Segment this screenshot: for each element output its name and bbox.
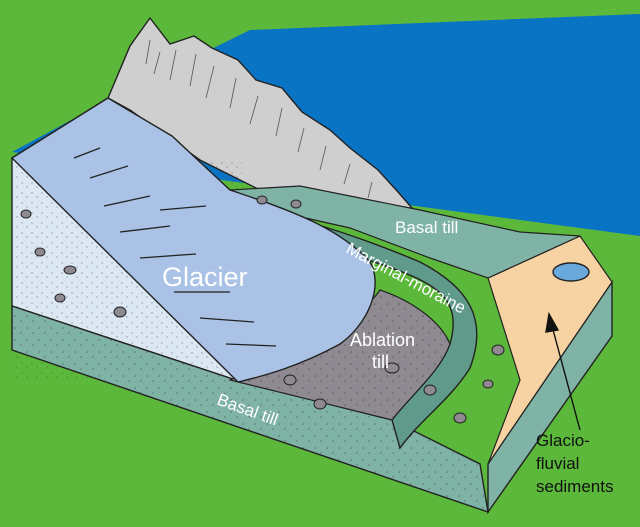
label-ablation-till-line1: Ablation (350, 330, 415, 350)
label-glaciofluvial-line1: Glacio- (536, 431, 590, 450)
boulders (20, 195, 505, 424)
sky (12, 14, 640, 236)
sediments-arrow (545, 311, 581, 431)
mountain-hatching (145, 39, 373, 199)
label-glaciofluvial-line3: sediments (536, 477, 613, 496)
label-glaciofluvial-line2: fluvial (536, 454, 579, 473)
glacier-crevasses (73, 147, 277, 347)
label-ablation-till-line2: till (372, 352, 389, 372)
ablation-till-speckle (230, 290, 450, 420)
basal-till-front-speckle (12, 306, 488, 512)
marginal-moraine (208, 196, 478, 450)
meltwater-pond (552, 262, 590, 282)
label-basal-till-top: Basal till (395, 218, 458, 237)
glacier-body (10, 97, 376, 383)
label-glacier: Glacier (162, 262, 248, 292)
basal-till-top (227, 185, 581, 279)
